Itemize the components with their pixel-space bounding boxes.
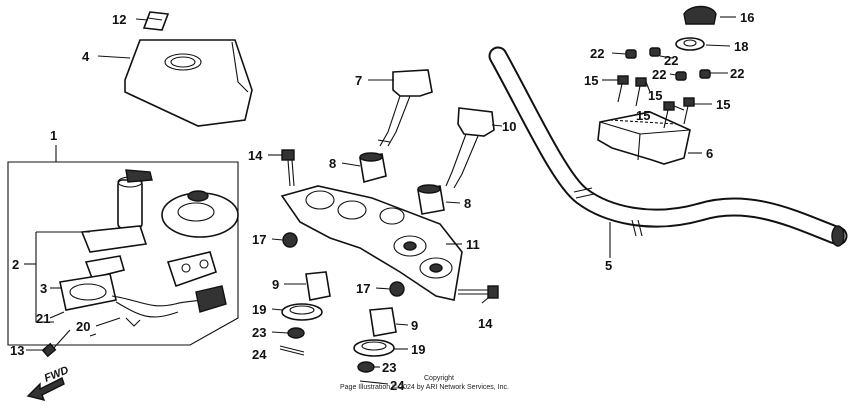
part-22-nut-2 [649, 47, 661, 57]
callout-15-a: 15 [584, 73, 598, 88]
part-14-bolt-lower [458, 285, 499, 299]
group-1-outline [7, 145, 239, 346]
callout-9-left: 9 [272, 277, 279, 292]
part-6-upper-holder [597, 111, 691, 165]
callout-23-right: 23 [382, 360, 396, 375]
callout-5: 5 [605, 258, 612, 273]
ignition-switch-assembly [59, 169, 239, 337]
callout-14-lower: 14 [478, 316, 493, 331]
callout-1: 1 [50, 128, 57, 143]
callout-14-upper: 14 [248, 148, 263, 163]
callout-numbers: 1 2 3 4 5 6 7 8 8 9 9 10 11 12 13 14 14 … [10, 10, 754, 393]
part-9-cushion-right [369, 307, 397, 337]
callout-22-d: 22 [730, 66, 744, 81]
copyright-line-2: Page Illustration © 2024 by ARI Network … [340, 383, 509, 391]
callout-6: 6 [706, 146, 713, 161]
part-14-bolt-upper [281, 149, 295, 187]
callout-11: 11 [466, 237, 480, 252]
part-9-cushion-left [305, 271, 331, 301]
callout-24-right: 24 [390, 378, 405, 393]
callout-22-b: 22 [664, 53, 678, 68]
callout-15-c: 15 [636, 108, 650, 123]
callout-21: 21 [36, 311, 50, 326]
part-22-nut-4 [699, 69, 711, 79]
part-23-nut-right [357, 361, 375, 373]
fwd-indicator: FWD [26, 364, 70, 402]
part-4-cover [124, 39, 253, 127]
callout-17-right: 17 [356, 281, 370, 296]
callout-22-c: 22 [652, 67, 666, 82]
part-11-top-bridge [280, 185, 463, 301]
copyright-line-1: Copyright [424, 375, 454, 382]
fwd-arrow-icon [26, 377, 65, 402]
callout-15-d: 15 [716, 97, 730, 112]
part-17-nut-left [282, 232, 298, 248]
part-8-bushing-upper [359, 152, 387, 184]
callout-15-b: 15 [648, 88, 662, 103]
part-10-holder [445, 107, 495, 189]
part-23-nut-left [287, 327, 305, 339]
callout-13: 13 [10, 343, 24, 358]
part-5-handlebar [488, 46, 848, 247]
part-24-pin-right [359, 380, 389, 385]
part-18-washer [675, 37, 705, 51]
callout-18: 18 [734, 39, 748, 54]
callout-10: 10 [502, 119, 516, 134]
part-19-washer-right [353, 339, 395, 357]
part-16-cap [683, 5, 717, 25]
callout-17-left: 17 [252, 232, 266, 247]
part-19-washer-left [281, 303, 323, 321]
callout-24-left: 24 [252, 347, 267, 362]
copyright-notice: Copyright Page Illustration © 2024 by AR… [340, 375, 509, 391]
part-7-holder [377, 69, 433, 147]
part-17-nut-right [389, 281, 405, 297]
callout-9-right: 9 [411, 318, 418, 333]
part-15-bolt-2 [635, 77, 647, 107]
callout-8-lower: 8 [464, 196, 471, 211]
part-24-pin-left [279, 345, 305, 356]
callout-16: 16 [740, 10, 754, 25]
callout-23-left: 23 [252, 325, 266, 340]
part-22-nut-3 [675, 71, 687, 81]
part-15-bolt-4 [683, 97, 695, 125]
callout-22-a: 22 [590, 46, 604, 61]
part-15-bolt-1 [617, 75, 629, 103]
callout-19-right: 19 [411, 342, 425, 357]
part-12-sticker [142, 11, 170, 31]
part-13-bolt [41, 329, 71, 358]
part-8-bushing-lower [417, 184, 445, 215]
callout-7: 7 [355, 73, 362, 88]
callout-12: 12 [112, 12, 126, 27]
callout-4: 4 [82, 49, 90, 64]
callout-3: 3 [40, 281, 47, 296]
part-22-nut-1 [625, 49, 637, 59]
callout-8-upper: 8 [329, 156, 336, 171]
callout-2: 2 [12, 257, 19, 272]
leader-lines [24, 16, 736, 368]
callout-19-left: 19 [252, 302, 266, 317]
callout-20: 20 [76, 319, 90, 334]
